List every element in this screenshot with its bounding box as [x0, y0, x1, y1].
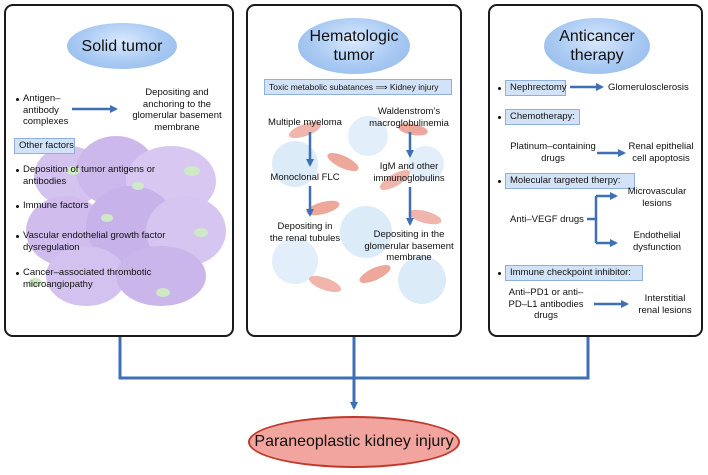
other-factors-header: Other factors — [14, 138, 75, 154]
bullet — [16, 205, 19, 208]
bullet — [16, 272, 19, 275]
bullet — [498, 272, 501, 275]
multiple-myeloma-label: Multiple myeloma — [268, 117, 342, 128]
renal-apoptosis-label: Renal epithelial cell apoptosis — [628, 141, 694, 164]
bullet — [498, 87, 501, 90]
bullet — [16, 98, 19, 101]
molecular-targeted-label: Molecular targeted therpy: — [505, 173, 635, 189]
deposit-gbm-label: Depositing and anchoring to the glomerul… — [132, 87, 222, 133]
hematologic-tumor-panel: Hematologic tumor Toxic metabolic subata… — [246, 4, 462, 337]
renal-tubules-label: Depositing in the renal tubules — [269, 221, 341, 244]
monoclonal-flc-label: Monoclonal FLC — [270, 172, 340, 183]
toxic-kidney-banner: Toxic metabolic subatances ⟹ Kidney inju… — [264, 79, 452, 95]
igm-label: IgM and other immunoglobulins — [373, 161, 445, 184]
platinum-drugs-label: Platinum–containing drugs — [510, 141, 596, 164]
factor-item-2: Immune factors — [23, 200, 89, 211]
factor-item-3: Vascular endothelial growth factor dysre… — [23, 230, 166, 253]
glomerulosclerosis-label: Glomerulosclerosis — [608, 82, 689, 93]
anticancer-therapy-panel: Anticancer therapy Nephrectomy Glomerulo… — [488, 4, 703, 337]
anti-pd1-label: Anti–PD1 or anti– PD–L1 antibodies drugs — [508, 287, 584, 321]
bottom-connector — [118, 337, 590, 410]
waldenstrom-label: Waldenstrom’s macroglobulinemia — [369, 106, 449, 129]
hematologic-tumor-title: Hematologic tumor — [298, 18, 410, 74]
nephrectomy-label: Nephrectomy — [505, 80, 567, 96]
bullet — [498, 116, 501, 119]
immune-checkpoint-label: Immune checkpoint inhibitor: — [505, 265, 643, 281]
kidney-injury-label: Kidney injury — [389, 82, 439, 92]
factor-item-4: Cancer–associated thrombotic microangiop… — [23, 267, 152, 290]
chemotherapy-label: Chemotherapy: — [505, 109, 580, 125]
interstitial-label: Interstitial renal lesions — [638, 293, 692, 316]
bullet — [498, 180, 501, 183]
solid-tumor-title: Solid tumor — [67, 23, 177, 69]
bullet — [16, 169, 19, 172]
endothelial-label: Endothelial dysfunction — [632, 230, 682, 253]
factor-item-1: Deposition of tumor antigens or antibodi… — [23, 164, 156, 187]
anticancer-therapy-title: Anticancer therapy — [544, 18, 650, 74]
solid-tumor-panel: Solid tumor Antigen– antibody complexes … — [4, 4, 234, 337]
antigen-antibody-label: Antigen– antibody complexes — [23, 93, 69, 127]
toxic-substances-label: Toxic metabolic subatances — [269, 82, 373, 92]
double-arrow-icon: ⟹ — [375, 82, 390, 92]
anti-vegf-label: Anti–VEGF drugs — [510, 214, 584, 225]
paraneoplastic-kidney-injury-node: Paraneoplastic kidney injury — [248, 416, 460, 468]
bullet — [16, 235, 19, 238]
glomerular-deposit-label: Depositing in the glomerular basement me… — [364, 229, 454, 263]
microvascular-label: Microvascular lesions — [627, 186, 687, 209]
